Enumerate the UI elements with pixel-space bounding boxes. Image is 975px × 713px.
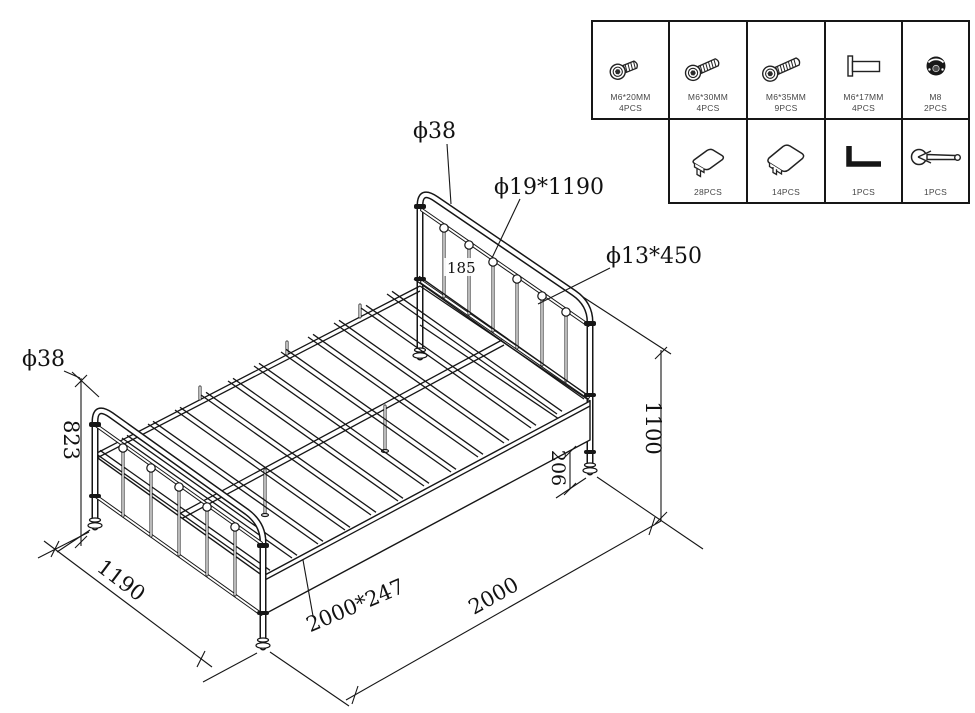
hardware-cell-m6x35: M6*35MM 9PCS (746, 20, 826, 120)
dim-label-dia19-rail: ϕ19*1190 (494, 175, 604, 200)
headboard (412, 191, 598, 476)
hardware-name: M6*17MM (843, 91, 884, 102)
dim-label-footboard-height: 823 (59, 420, 83, 460)
dim-label-dia13-spindle: ϕ13*450 (606, 244, 702, 269)
hardware-cell-empty (592, 119, 669, 203)
dim-label-dia38-top: ϕ38 (413, 119, 456, 144)
hardware-qty: 4PCS (618, 102, 642, 113)
hardware-cell-allen-key: 1PCS (824, 118, 903, 204)
dim-label-spindle-spacing: 185 (447, 259, 476, 277)
allen-key-icon (845, 145, 881, 167)
footboard-spindles (118, 443, 240, 597)
wrench-icon (910, 148, 961, 166)
hardware-name: M6*30MM (687, 91, 729, 102)
dim-label-rail-clearance: 206 (547, 450, 569, 486)
plastic-cap-small-icon (692, 148, 725, 178)
screw-medium-icon (684, 58, 720, 81)
hardware-cell-m6x20: M6*20MM 4PCS (591, 20, 670, 120)
hardware-cell-m8-nut: M8 2PCS (901, 20, 970, 120)
hardware-qty: 1PCS (923, 186, 947, 197)
hardware-qty: 1PCS (851, 186, 875, 197)
screw-long-icon (762, 57, 801, 82)
hardware-name: M8 (929, 91, 942, 102)
hardware-name: M6*35MM (765, 91, 807, 102)
dim-label-headboard-height: 1100 (641, 401, 665, 454)
hardware-qty: 14PCS (772, 186, 800, 197)
hardware-qty: 2PCS (923, 102, 947, 113)
hardware-qty: 28PCS (694, 186, 722, 197)
hardware-cell-wrench: 1PCS (901, 118, 970, 204)
hardware-name: M6*20MM (610, 91, 651, 102)
headboard-spindles (439, 223, 571, 383)
screw-short-icon (609, 60, 638, 80)
cap-nut-icon (926, 56, 945, 76)
hardware-qty: 4PCS (696, 102, 720, 113)
hardware-cell-cap-small: 28PCS (668, 118, 748, 204)
hardware-table: M6*20MM 4PCS M6*30MM 4PCS (591, 20, 970, 204)
hardware-cell-m6x17: M6*17MM 4PCS (824, 20, 903, 120)
dim-label-dia38-left: ϕ38 (22, 347, 65, 372)
hardware-qty: 9PCS (774, 102, 798, 113)
hardware-qty: 4PCS (851, 102, 875, 113)
footboard (87, 407, 271, 651)
hardware-cell-m6x30: M6*30MM 4PCS (668, 20, 748, 120)
barrel-bolt-icon (846, 55, 880, 77)
plastic-cap-large-icon (767, 144, 805, 176)
dimension-annotations: ϕ38 ϕ19*1190 ϕ13*450 185 ϕ38 823 1100 20 (22, 119, 704, 707)
hardware-cell-cap-large: 14PCS (746, 118, 826, 204)
dim-label-bed-length: 2000 (464, 572, 522, 619)
